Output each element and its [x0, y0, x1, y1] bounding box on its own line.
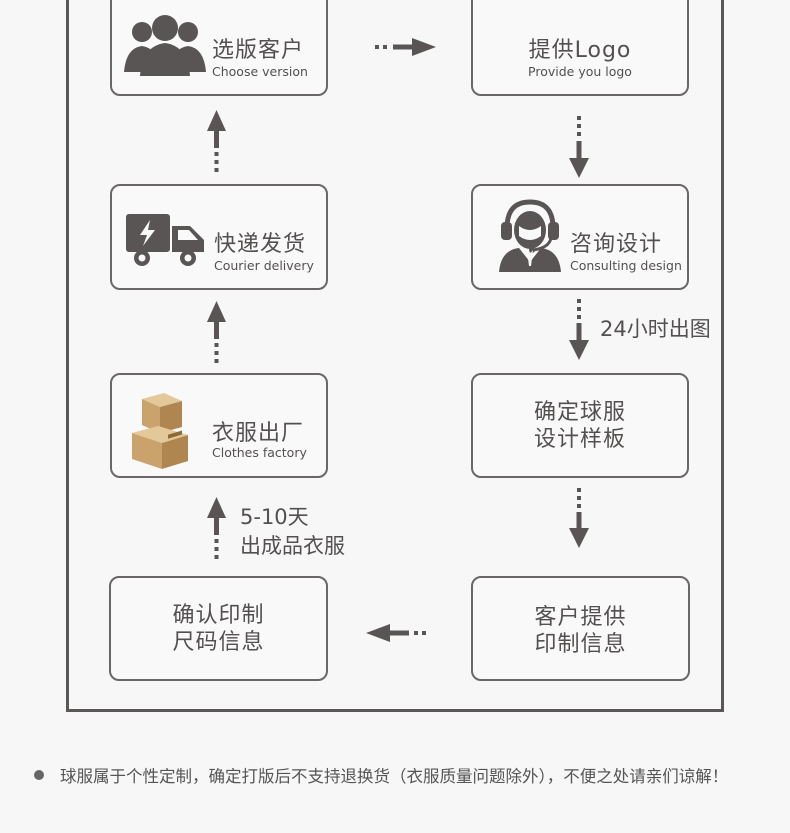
step-subtitle: Provide you logo	[528, 64, 632, 79]
cardboard-boxes-icon	[132, 393, 188, 469]
step-choose-version: 选版客户 Choose version	[110, 0, 328, 96]
arrow-left-icon	[366, 624, 426, 642]
step-line-2: 设计样板	[533, 427, 626, 452]
step-consulting-design: 咨询设计 Consulting design	[471, 184, 689, 290]
arrow-up-icon	[207, 110, 226, 172]
arrow-up-icon	[207, 497, 226, 559]
step-title: 提供Logo	[528, 38, 632, 63]
step-subtitle: Choose version	[212, 64, 308, 79]
step-provide-logo: 提供Logo Provide you logo	[471, 0, 689, 96]
delivery-truck-icon	[126, 214, 204, 266]
policy-note: 球服属于个性定制，确定打版后不支持退换货（衣服质量问题除外），不便之处请亲们谅解…	[60, 767, 729, 786]
step-courier-delivery: 快递发货 Courier delivery	[110, 184, 328, 290]
step-confirm-design: 确定球服 设计样板	[471, 373, 689, 478]
step-line-2: 尺码信息	[172, 630, 265, 655]
arrow-down-icon	[569, 116, 589, 178]
step-customer-print-info: 客户提供 印制信息	[471, 576, 690, 681]
step-title: 选版客户	[212, 38, 305, 63]
customer-service-icon	[499, 199, 561, 272]
label-finished-clothes: 出成品衣服	[240, 534, 345, 558]
step-title: 衣服出厂	[212, 421, 305, 446]
arrow-down-icon	[569, 488, 589, 548]
step-line-2: 印制信息	[534, 632, 627, 657]
step-confirm-print-size: 确认印制 尺码信息	[109, 576, 328, 681]
arrow-right-icon	[375, 38, 436, 56]
label-days: 5-10天	[240, 505, 309, 529]
step-line-1: 确定球服	[533, 400, 626, 425]
step-subtitle: Clothes factory	[212, 445, 307, 460]
step-title: 咨询设计	[570, 232, 663, 257]
people-group-icon	[124, 15, 206, 76]
step-clothes-factory: 衣服出厂 Clothes factory	[110, 373, 328, 478]
label-24h: 24小时出图	[600, 317, 711, 341]
step-subtitle: Courier delivery	[214, 258, 314, 273]
step-subtitle: Consulting design	[570, 258, 682, 273]
arrow-up-icon	[207, 301, 226, 363]
flow-frame	[66, 0, 724, 712]
arrow-down-icon	[569, 299, 589, 360]
step-title: 快递发货	[214, 232, 307, 257]
step-line-1: 客户提供	[534, 605, 627, 630]
bullet-icon	[34, 770, 44, 780]
step-line-1: 确认印制	[172, 603, 265, 628]
